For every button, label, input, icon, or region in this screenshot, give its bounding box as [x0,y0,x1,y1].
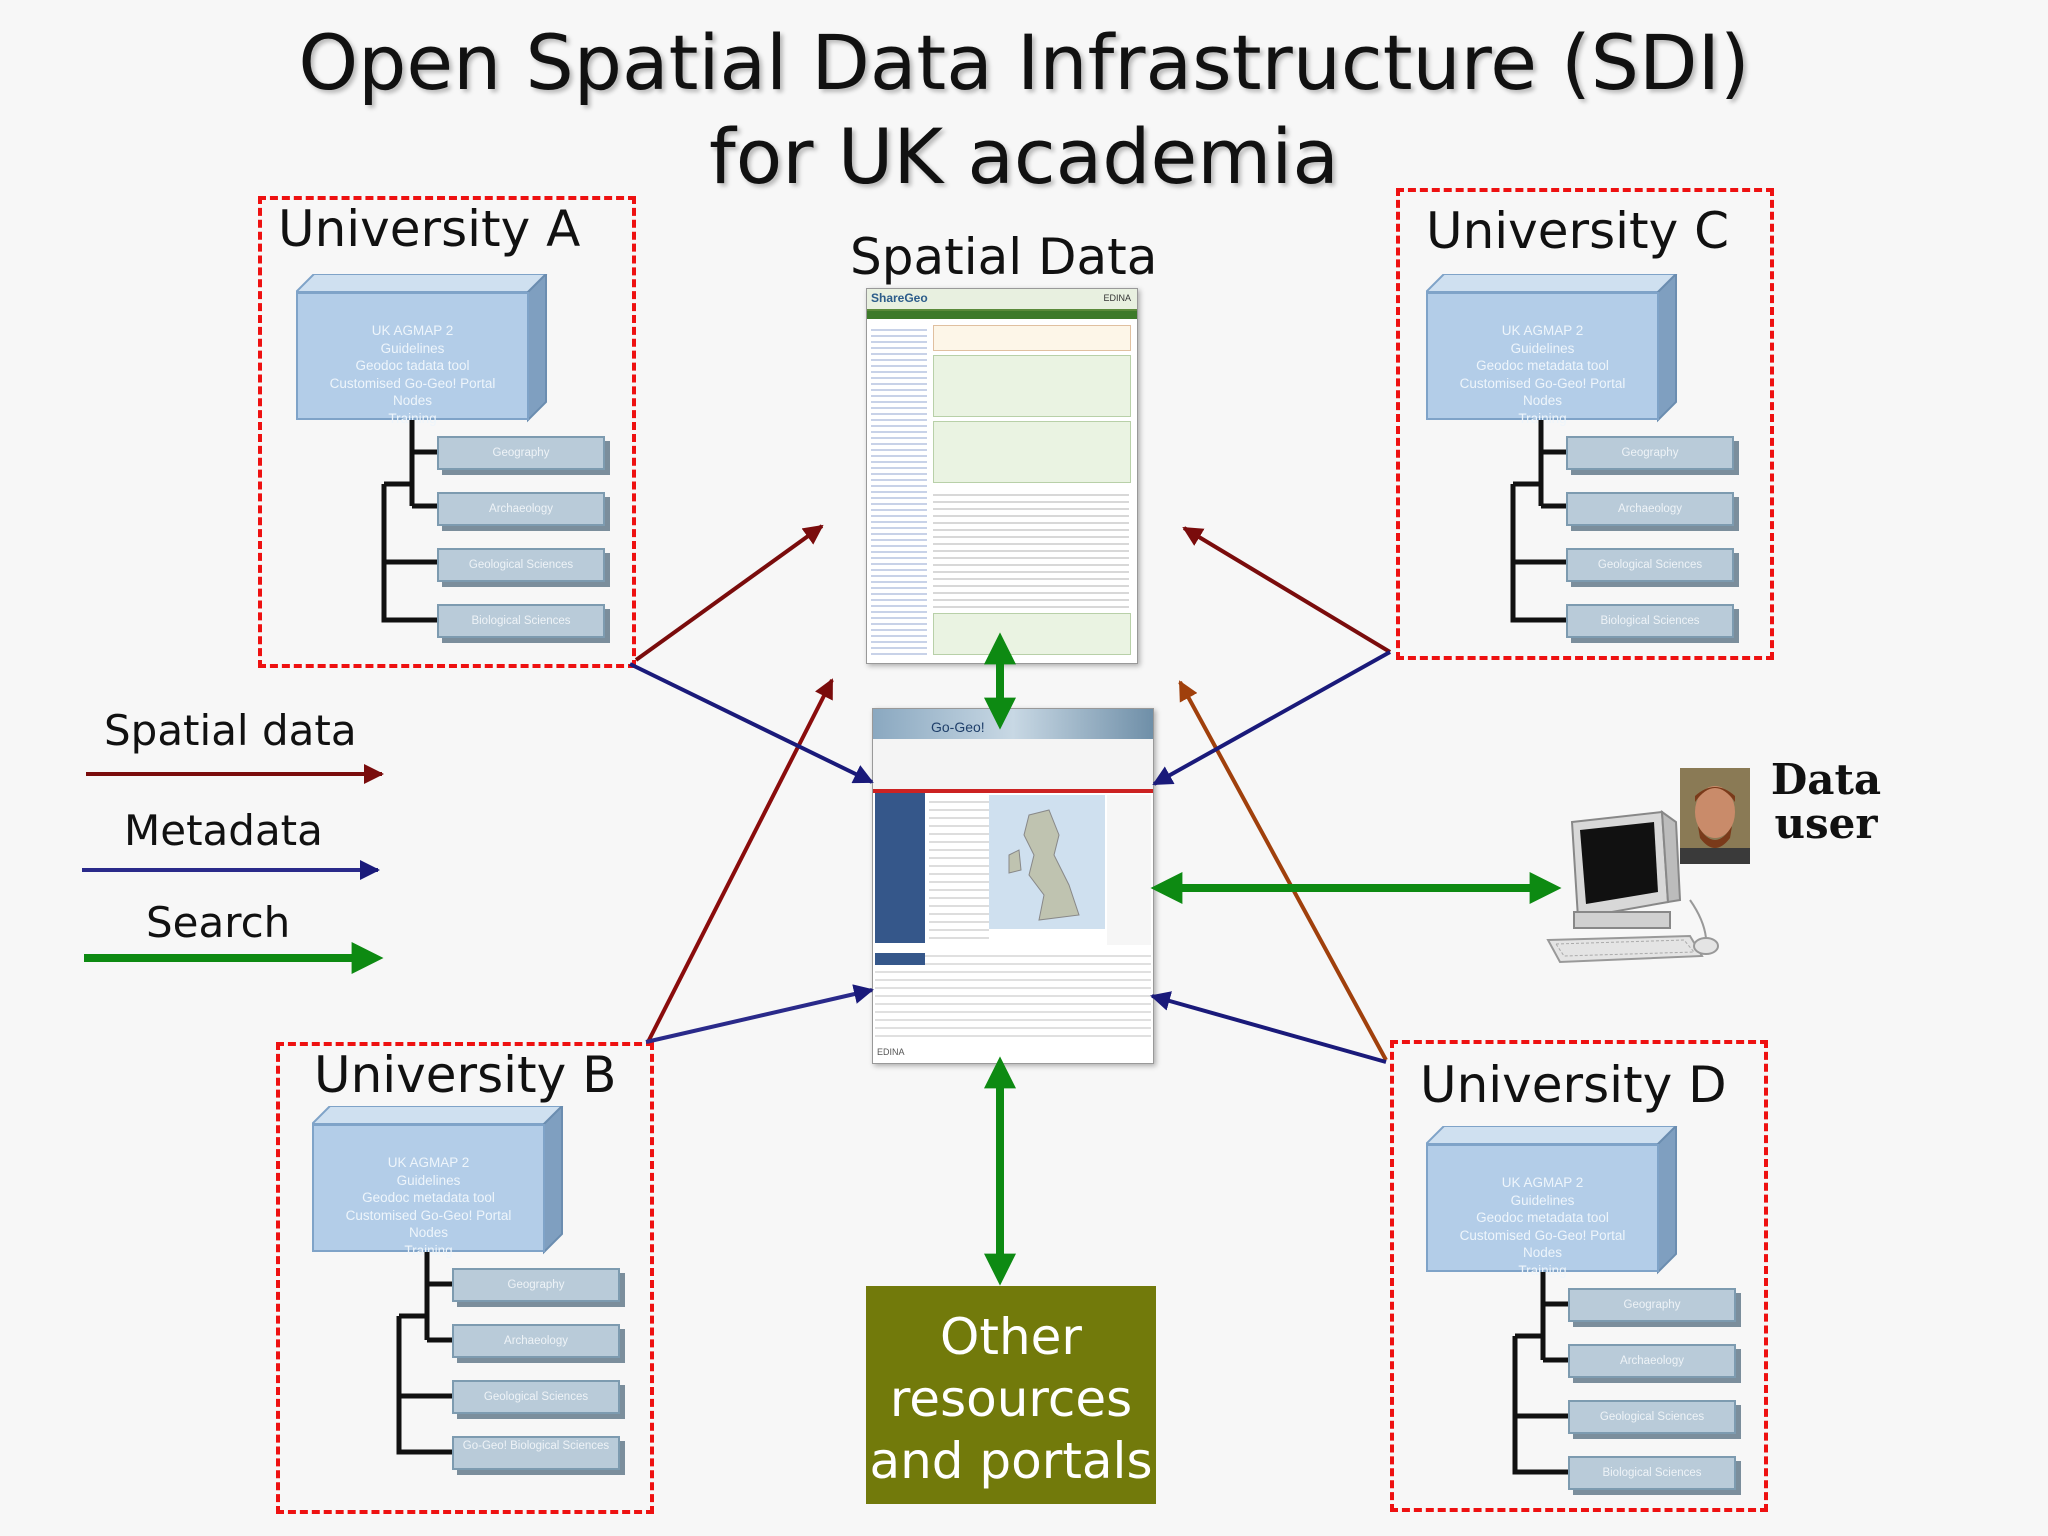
box-line: Customised Go-Geo! Portal [345,1207,512,1223]
box-line: Geodoc tadata tool [355,358,470,373]
arrow-metadata-d [1150,991,1387,1064]
arrow-metadata-c [1152,650,1391,786]
university-a-frame [258,196,636,668]
title-line-2: for UK academia [709,112,1339,201]
subject-geological-sciences: Geological Sciences [1568,1400,1736,1434]
subject-archaeology: Archaeology [1566,492,1734,526]
arrow-spatial-c [1182,526,1392,654]
university-c-label: University C [1426,202,1730,260]
user-photo [1680,768,1750,864]
legend-spatial-label: Spatial data [104,706,357,755]
arrow-spatial-a [634,524,824,662]
subject-geological-sciences: Geological Sciences [452,1380,620,1414]
box-line: Guidelines [1510,1192,1575,1208]
box-line: Training [1518,1262,1567,1278]
subject-geography: Geography [1566,436,1734,470]
subject-geography: Geography [1568,1288,1736,1322]
box-line: UK AGMAP 2 [1501,1175,1584,1190]
other-resources-box: Other resources and portals [866,1286,1156,1504]
tree-university-c [1510,420,1566,623]
box-line: Nodes [408,1225,449,1240]
box-line: UK AGMAP 2 [387,1155,470,1170]
sharegeo-logo: ShareGeo [871,291,928,305]
box-line: UK AGMAP 2 [1501,323,1584,338]
university-b-label: University B [314,1046,617,1104]
subject-biological-sciences: Go-Geo! Biological Sciences [452,1436,620,1470]
sharegeo-brand: EDINA [1103,293,1131,303]
box-line: Geodoc metadata tool [1476,358,1609,373]
gogeo-footer: EDINA [877,1047,905,1057]
box-line: Guidelines [1510,340,1575,356]
arrow-metadata-a [629,662,874,784]
legend-search-label: Search [146,898,291,947]
box-line: Geodoc metadata tool [1476,1210,1609,1225]
university-c-frame [1396,188,1774,660]
box-line: Nodes [392,393,433,408]
subject-archaeology: Archaeology [452,1324,620,1358]
title-line-1: Open Spatial Data Infrastructure (SDI) [298,18,1750,107]
computer-icon [1546,809,1719,964]
other-line-2: resources [889,1370,1133,1428]
gogeo-screenshot: Go-Geo! EDINA [872,708,1154,1064]
subject-archaeology: Archaeology [437,492,605,526]
arrow-spatial-b [646,678,834,1043]
box-line: Training [388,410,437,426]
box-line: Nodes [1522,1245,1563,1260]
tree-university-a [381,420,437,623]
box-line: UK AGMAP 2 [371,323,454,338]
tree-university-b [396,1252,452,1455]
subject-archaeology: Archaeology [1568,1344,1736,1378]
data-user-label: Data user [1758,758,1894,846]
subject-geography: Geography [437,436,605,470]
subject-biological-sciences: Biological Sciences [1566,604,1734,638]
spatial-data-label: Spatial Data [850,228,1158,286]
tree-university-d [1512,1272,1568,1475]
box-line: Training [404,1242,453,1258]
box-line: Customised Go-Geo! Portal [329,375,496,391]
legend-metadata-label: Metadata [124,806,323,855]
data-user-line-2: user [1774,799,1878,848]
sharegeo-screenshot: ShareGeo EDINA [866,288,1138,664]
subject-geological-sciences: Geological Sciences [1566,548,1734,582]
data-user-line-1: Data [1770,755,1882,804]
university-b-frame [276,1042,654,1514]
subject-biological-sciences: Biological Sciences [1568,1456,1736,1490]
arrow-metadata-b [645,984,874,1044]
box-line: Guidelines [380,340,445,356]
gogeo-logo: Go-Geo! [931,719,985,735]
subject-biological-sciences: Biological Sciences [437,604,605,638]
university-d-label: University D [1420,1056,1727,1114]
arrow-spatial-d [1178,680,1388,1061]
subject-geological-sciences: Geological Sciences [437,548,605,582]
other-line-3: and portals [869,1432,1153,1490]
subject-geography: Geography [452,1268,620,1302]
other-line-1: Other [940,1308,1082,1366]
university-a-label: University A [278,200,581,258]
box-line: Customised Go-Geo! Portal [1459,1227,1626,1243]
box-line: Guidelines [396,1172,461,1188]
box-line: Geodoc metadata tool [362,1190,495,1205]
box-line: Training [1518,410,1567,426]
box-line: Customised Go-Geo! Portal [1459,375,1626,391]
university-d-frame [1390,1040,1768,1512]
box-line: Nodes [1522,393,1563,408]
